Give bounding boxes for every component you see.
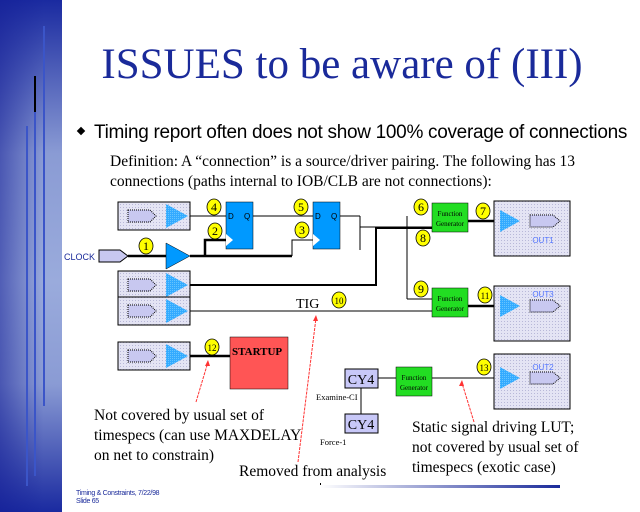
slide-footer: Timing & Constraints, 7/22/98 Slide 65	[76, 490, 160, 506]
connection-marker-label: 11	[481, 291, 490, 301]
connection-marker-4	[206, 198, 222, 216]
bullet-text: Timing report often does not show 100% c…	[94, 122, 628, 143]
tig-label: TIG	[296, 297, 319, 312]
tig-annotation-arrow	[297, 317, 317, 463]
connection-marker-5	[293, 198, 309, 216]
static-note: Static signal driving LUT; not covered b…	[412, 418, 579, 478]
startup-note-line-2: timespecs (can use MAXDELAY	[94, 427, 302, 444]
connection-marker-8	[415, 229, 431, 247]
connection-marker-label: 9	[418, 282, 424, 296]
connection-marker-10	[331, 291, 347, 309]
input-pad	[117, 201, 191, 231]
function-generator-1: Function Generator	[431, 202, 469, 233]
ff1-d-label: D	[228, 212, 234, 221]
connection-marker-6	[413, 198, 429, 216]
connection-marker-label: 13	[480, 363, 490, 373]
startup-annotation-arrow	[195, 361, 209, 403]
tig-note: Removed from analysis	[239, 463, 387, 480]
startup-note-line-1: Not covered by usual set of	[94, 407, 265, 424]
connection-marker-label: 12	[208, 343, 217, 353]
svg-text:Generator: Generator	[436, 220, 465, 228]
ff1-q-label: Q	[244, 212, 250, 221]
svg-text:Function: Function	[438, 210, 463, 218]
connection-marker-13	[476, 358, 492, 376]
footer-rule	[320, 485, 560, 488]
connection-marker-label: 6	[418, 200, 424, 214]
svg-text:OUT1: OUT1	[532, 236, 554, 245]
svg-text:OUT2: OUT2	[532, 363, 554, 372]
connection-marker-label: 8	[420, 231, 426, 245]
static-annotation-arrow	[461, 382, 475, 423]
connection-marker-label: 3	[299, 223, 305, 237]
output-pad-1: OUT1	[493, 200, 571, 257]
connection-marker-9	[413, 280, 429, 298]
footer-slide-number: Slide 65	[76, 498, 99, 505]
function-generator-3: Function Generator	[395, 366, 433, 397]
clock-buffer	[165, 242, 191, 270]
input-pad	[117, 270, 191, 300]
function-generator-2: Function Generator	[431, 287, 469, 318]
connection-marker-2	[207, 222, 223, 240]
output-pad-3: OUT3	[493, 285, 571, 342]
svg-text:Function: Function	[438, 295, 463, 303]
output-pad-2: OUT2	[493, 353, 571, 410]
svg-text:Generator: Generator	[436, 305, 465, 313]
svg-text:OUT3: OUT3	[532, 290, 554, 299]
decor-line-3	[34, 76, 36, 112]
startup-note-line-3: on net to constrain)	[94, 447, 215, 464]
clock-pad	[98, 249, 129, 263]
connection-marker-11	[477, 286, 493, 304]
connection-marker-7	[475, 202, 491, 220]
decor-line-2	[34, 76, 36, 476]
connection-marker-label: 2	[212, 224, 218, 238]
static-note-line-1: Static signal driving LUT;	[412, 419, 575, 436]
input-pad	[117, 296, 191, 326]
svg-text:Function: Function	[402, 374, 427, 382]
flip-flop-2	[312, 201, 341, 250]
footer-title: Timing & Constraints, 7/22/98	[76, 490, 160, 497]
force-1-label: Force-1	[320, 437, 346, 447]
bullet-item: Timing report often does not show 100% c…	[76, 122, 628, 144]
slide-title: ISSUES to be aware of (III)	[101, 41, 583, 88]
connection-marker-label: 4	[211, 200, 217, 214]
definition-text: Definition: A “connection” is a source/d…	[110, 152, 590, 192]
startup-note: Not covered by usual set of timespecs (c…	[94, 406, 301, 466]
definition-line-1: Definition: A “connection” is a source/d…	[110, 153, 576, 170]
connection-marker-1	[138, 237, 154, 255]
startup-block	[229, 336, 289, 390]
static-note-line-3: timespecs (exotic case)	[412, 459, 556, 476]
connection-marker-label: 10	[335, 296, 345, 306]
connection-marker-3	[294, 221, 310, 239]
decor-line-4	[26, 126, 28, 486]
cy4-label-2: CY4	[348, 418, 374, 433]
ff2-d-label: D	[315, 212, 321, 221]
input-pad	[117, 341, 191, 371]
clock-label: CLOCK	[64, 252, 95, 262]
cy4-label-1: CY4	[348, 373, 374, 388]
ff2-q-label: Q	[331, 212, 337, 221]
svg-text:Generator: Generator	[400, 384, 429, 392]
static-note-line-2: not covered by usual set of	[412, 439, 579, 456]
startup-label: STARTUP	[232, 346, 282, 358]
definition-line-2: connections (paths internal to IOB/CLB a…	[110, 173, 492, 190]
connection-marker-label: 7	[480, 204, 486, 218]
decor-line-1	[43, 26, 45, 406]
connection-marker-label: 1	[143, 239, 149, 253]
flip-flop-1	[225, 201, 254, 250]
examine-ci-label: Examine-CI	[316, 392, 358, 402]
connection-marker-label: 5	[298, 200, 304, 214]
slide-side-band-shade	[0, 0, 62, 512]
connection-marker-12	[204, 338, 220, 356]
